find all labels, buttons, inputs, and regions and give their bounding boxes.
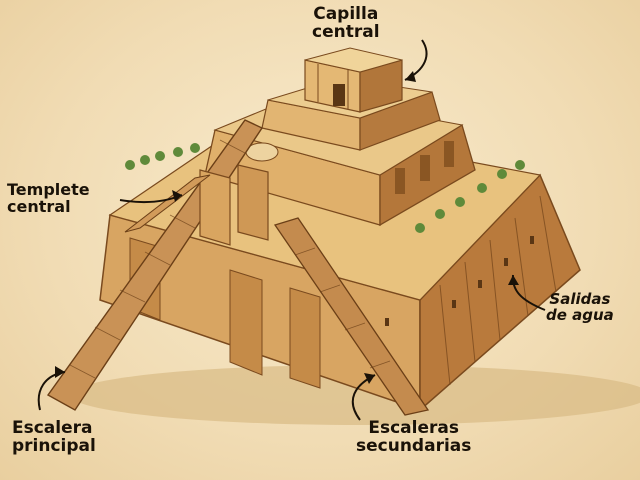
label-escaleras-secundarias: Escaleras secundarias bbox=[356, 418, 472, 456]
chapel-pillars bbox=[317, 64, 349, 109]
arrow-heads bbox=[55, 71, 519, 384]
secondary-stair-steps bbox=[294, 247, 391, 369]
label-escalera-principal: Escalera principal bbox=[12, 418, 96, 456]
secondary-staircase bbox=[273, 217, 430, 416]
ground-shadow bbox=[70, 365, 640, 425]
label-capilla-central: Capilla central bbox=[312, 4, 380, 42]
gate-tower bbox=[199, 169, 231, 246]
gate-tower-2 bbox=[237, 164, 269, 241]
chapel-door bbox=[333, 84, 345, 106]
label-salidas-de-agua: Salidas de agua bbox=[546, 290, 614, 324]
terrace-vegetation bbox=[125, 143, 525, 233]
second-right-windows bbox=[395, 141, 454, 194]
secondary-staircase-left bbox=[124, 174, 211, 233]
chapel-roof bbox=[304, 47, 403, 73]
arrow-capilla bbox=[404, 39, 428, 81]
label-templete-central: Templete central bbox=[7, 180, 90, 216]
